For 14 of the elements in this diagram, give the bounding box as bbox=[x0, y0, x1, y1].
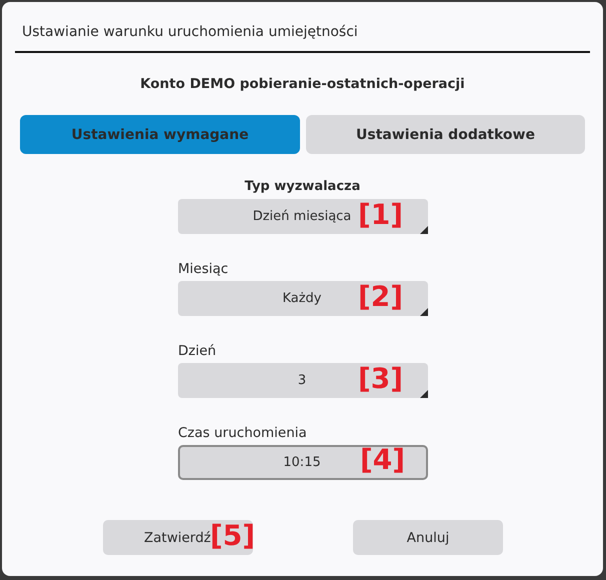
field-label: Czas uruchomienia bbox=[178, 425, 308, 443]
callout-number: [3] bbox=[358, 363, 402, 397]
account-skill-name: Konto DEMO pobieranie-ostatnich-operacji bbox=[139, 76, 466, 94]
field-heading: Typ wyzwalacza bbox=[244, 179, 362, 196]
cancel-button: Anuluj bbox=[353, 520, 503, 555]
tab: Ustawienia dodatkowe bbox=[306, 115, 585, 154]
field-label: Dzień bbox=[178, 343, 218, 361]
active-tab: Ustawienia wymagane bbox=[20, 115, 300, 154]
field-label: Miesiąc bbox=[178, 261, 230, 279]
callout-number: [2] bbox=[358, 281, 402, 315]
callout-number: [1] bbox=[358, 199, 402, 233]
dialog-title: Ustawianie warunku uruchomienia umiejętności bbox=[22, 24, 358, 40]
callout-number: [5] bbox=[210, 520, 254, 554]
callout-number: [4] bbox=[360, 444, 404, 478]
